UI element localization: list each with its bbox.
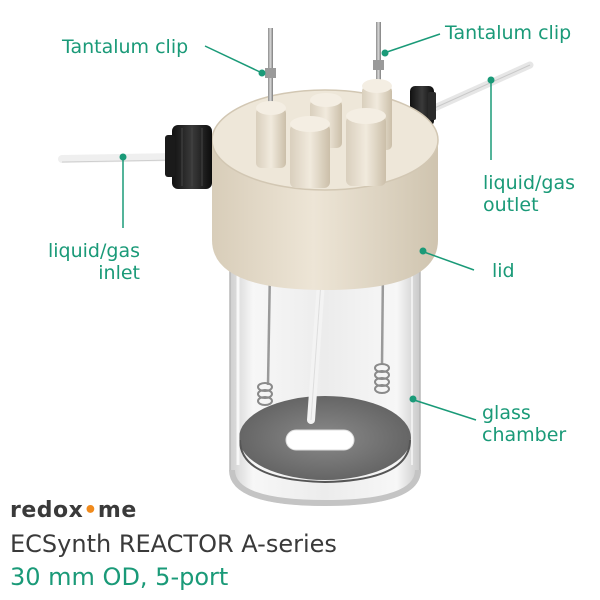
- label-outlet-line1: liquid/gas: [483, 172, 576, 194]
- label-outlet-line2: outlet: [483, 194, 539, 216]
- label-inlet-line2: inlet: [98, 262, 140, 284]
- port-cap-front-right: [346, 108, 386, 186]
- electrode-right: [374, 267, 390, 394]
- leader-clip-right: [386, 33, 441, 53]
- label-inlet-line1: liquid/gas: [47, 240, 140, 262]
- tantalum-pin-right: [373, 22, 384, 92]
- inlet-tube: [58, 153, 180, 163]
- product-subtitle: 30 mm OD, 5-port: [10, 563, 229, 591]
- leader-lines: [119, 33, 495, 421]
- brand-suffix: me: [97, 498, 137, 523]
- brand-prefix: redox: [10, 498, 84, 523]
- label-chamber-line2: chamber: [482, 424, 567, 446]
- outlet-tube: [426, 61, 534, 114]
- label-tantalum-clip-left: Tantalum clip: [62, 36, 189, 58]
- product-title: ECSynth REACTOR A-series: [10, 530, 337, 558]
- port-cap-front-left: [290, 116, 330, 188]
- inlet-knob: [165, 125, 212, 189]
- leader-lid: [423, 251, 475, 271]
- brand-dot: •: [83, 498, 98, 523]
- label-tantalum-clip-right: Tantalum clip: [445, 22, 572, 44]
- brand-logo: redox•me: [10, 498, 137, 523]
- label-lid: lid: [492, 260, 515, 282]
- label-chamber-line1: glass: [482, 402, 531, 424]
- label-chamber: glass chamber: [482, 402, 566, 446]
- label-inlet: liquid/gas inlet: [28, 240, 140, 284]
- electrode-left: [257, 267, 273, 406]
- glass-chamber: [229, 254, 421, 507]
- port-cap-back-left: [256, 101, 286, 168]
- leader-clip-left: [204, 45, 261, 73]
- leader-chamber: [413, 399, 477, 421]
- stir-bar: [285, 429, 355, 451]
- label-outlet: liquid/gas outlet: [483, 172, 575, 216]
- tantalum-pin-left: [265, 28, 276, 108]
